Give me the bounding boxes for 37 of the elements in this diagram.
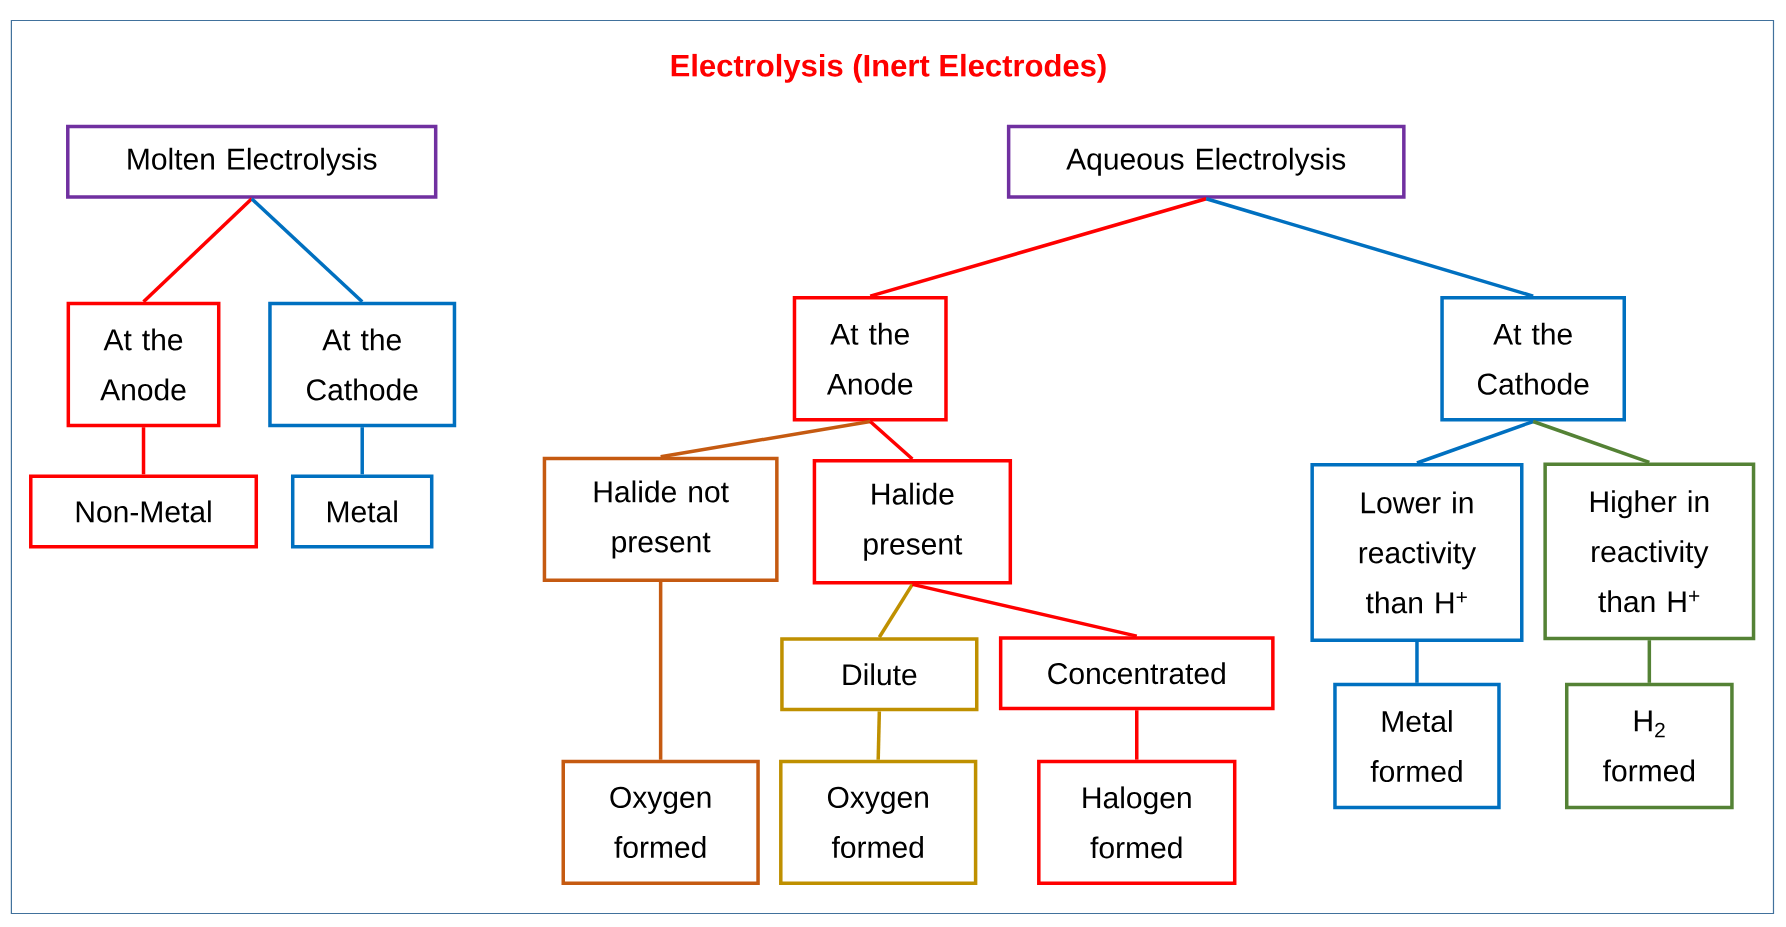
- connector-line: [660, 419, 871, 459]
- connector-line: [1205, 197, 1534, 298]
- process-box: Higher in reactivity than H$^{+}$: [1543, 462, 1756, 641]
- connector-line: [1135, 710, 1139, 760]
- process-box: At the Cathode: [268, 301, 457, 428]
- connector-line: [658, 582, 663, 760]
- connector-line: [1647, 640, 1652, 683]
- process-box: H$_{2}$ formed: [1565, 682, 1734, 810]
- connector-line: [869, 197, 1207, 298]
- title: Electrolysis (Inert Electrodes): [671, 53, 1106, 83]
- process-box: Halide present: [812, 459, 1013, 585]
- connector-line: [1415, 641, 1419, 683]
- connector-line: [1416, 419, 1534, 465]
- connector-line: [869, 420, 914, 461]
- process-box: Molten Electrolysis: [66, 124, 438, 199]
- connector-line: [911, 582, 1138, 638]
- process-box: Concentrated: [998, 636, 1275, 711]
- process-box: Oxygen formed: [561, 759, 760, 886]
- process-box: Non-Metal: [29, 474, 258, 549]
- process-box: At the Anode: [792, 296, 948, 422]
- connector-line: [360, 427, 364, 475]
- process-box: At the Anode: [66, 301, 221, 428]
- process-box: Dilute: [780, 637, 979, 712]
- process-box: Aqueous Electrolysis: [1006, 124, 1406, 199]
- process-box: At the Cathode: [1440, 296, 1626, 422]
- process-box: Oxygen formed: [779, 759, 978, 886]
- process-box: Metal: [290, 474, 434, 549]
- process-box: Lower in reactivity than H$^{+}$: [1310, 463, 1524, 642]
- process-box: Metal formed: [1333, 682, 1501, 810]
- connector-line: [250, 197, 364, 304]
- process-box: Halogen formed: [1037, 759, 1237, 886]
- connector-line: [877, 583, 914, 639]
- connector-line: [141, 427, 146, 475]
- connector-line: [876, 711, 882, 760]
- connector-line: [1532, 419, 1650, 465]
- connector-line: [142, 197, 253, 304]
- process-box: Halide not present: [542, 456, 779, 583]
